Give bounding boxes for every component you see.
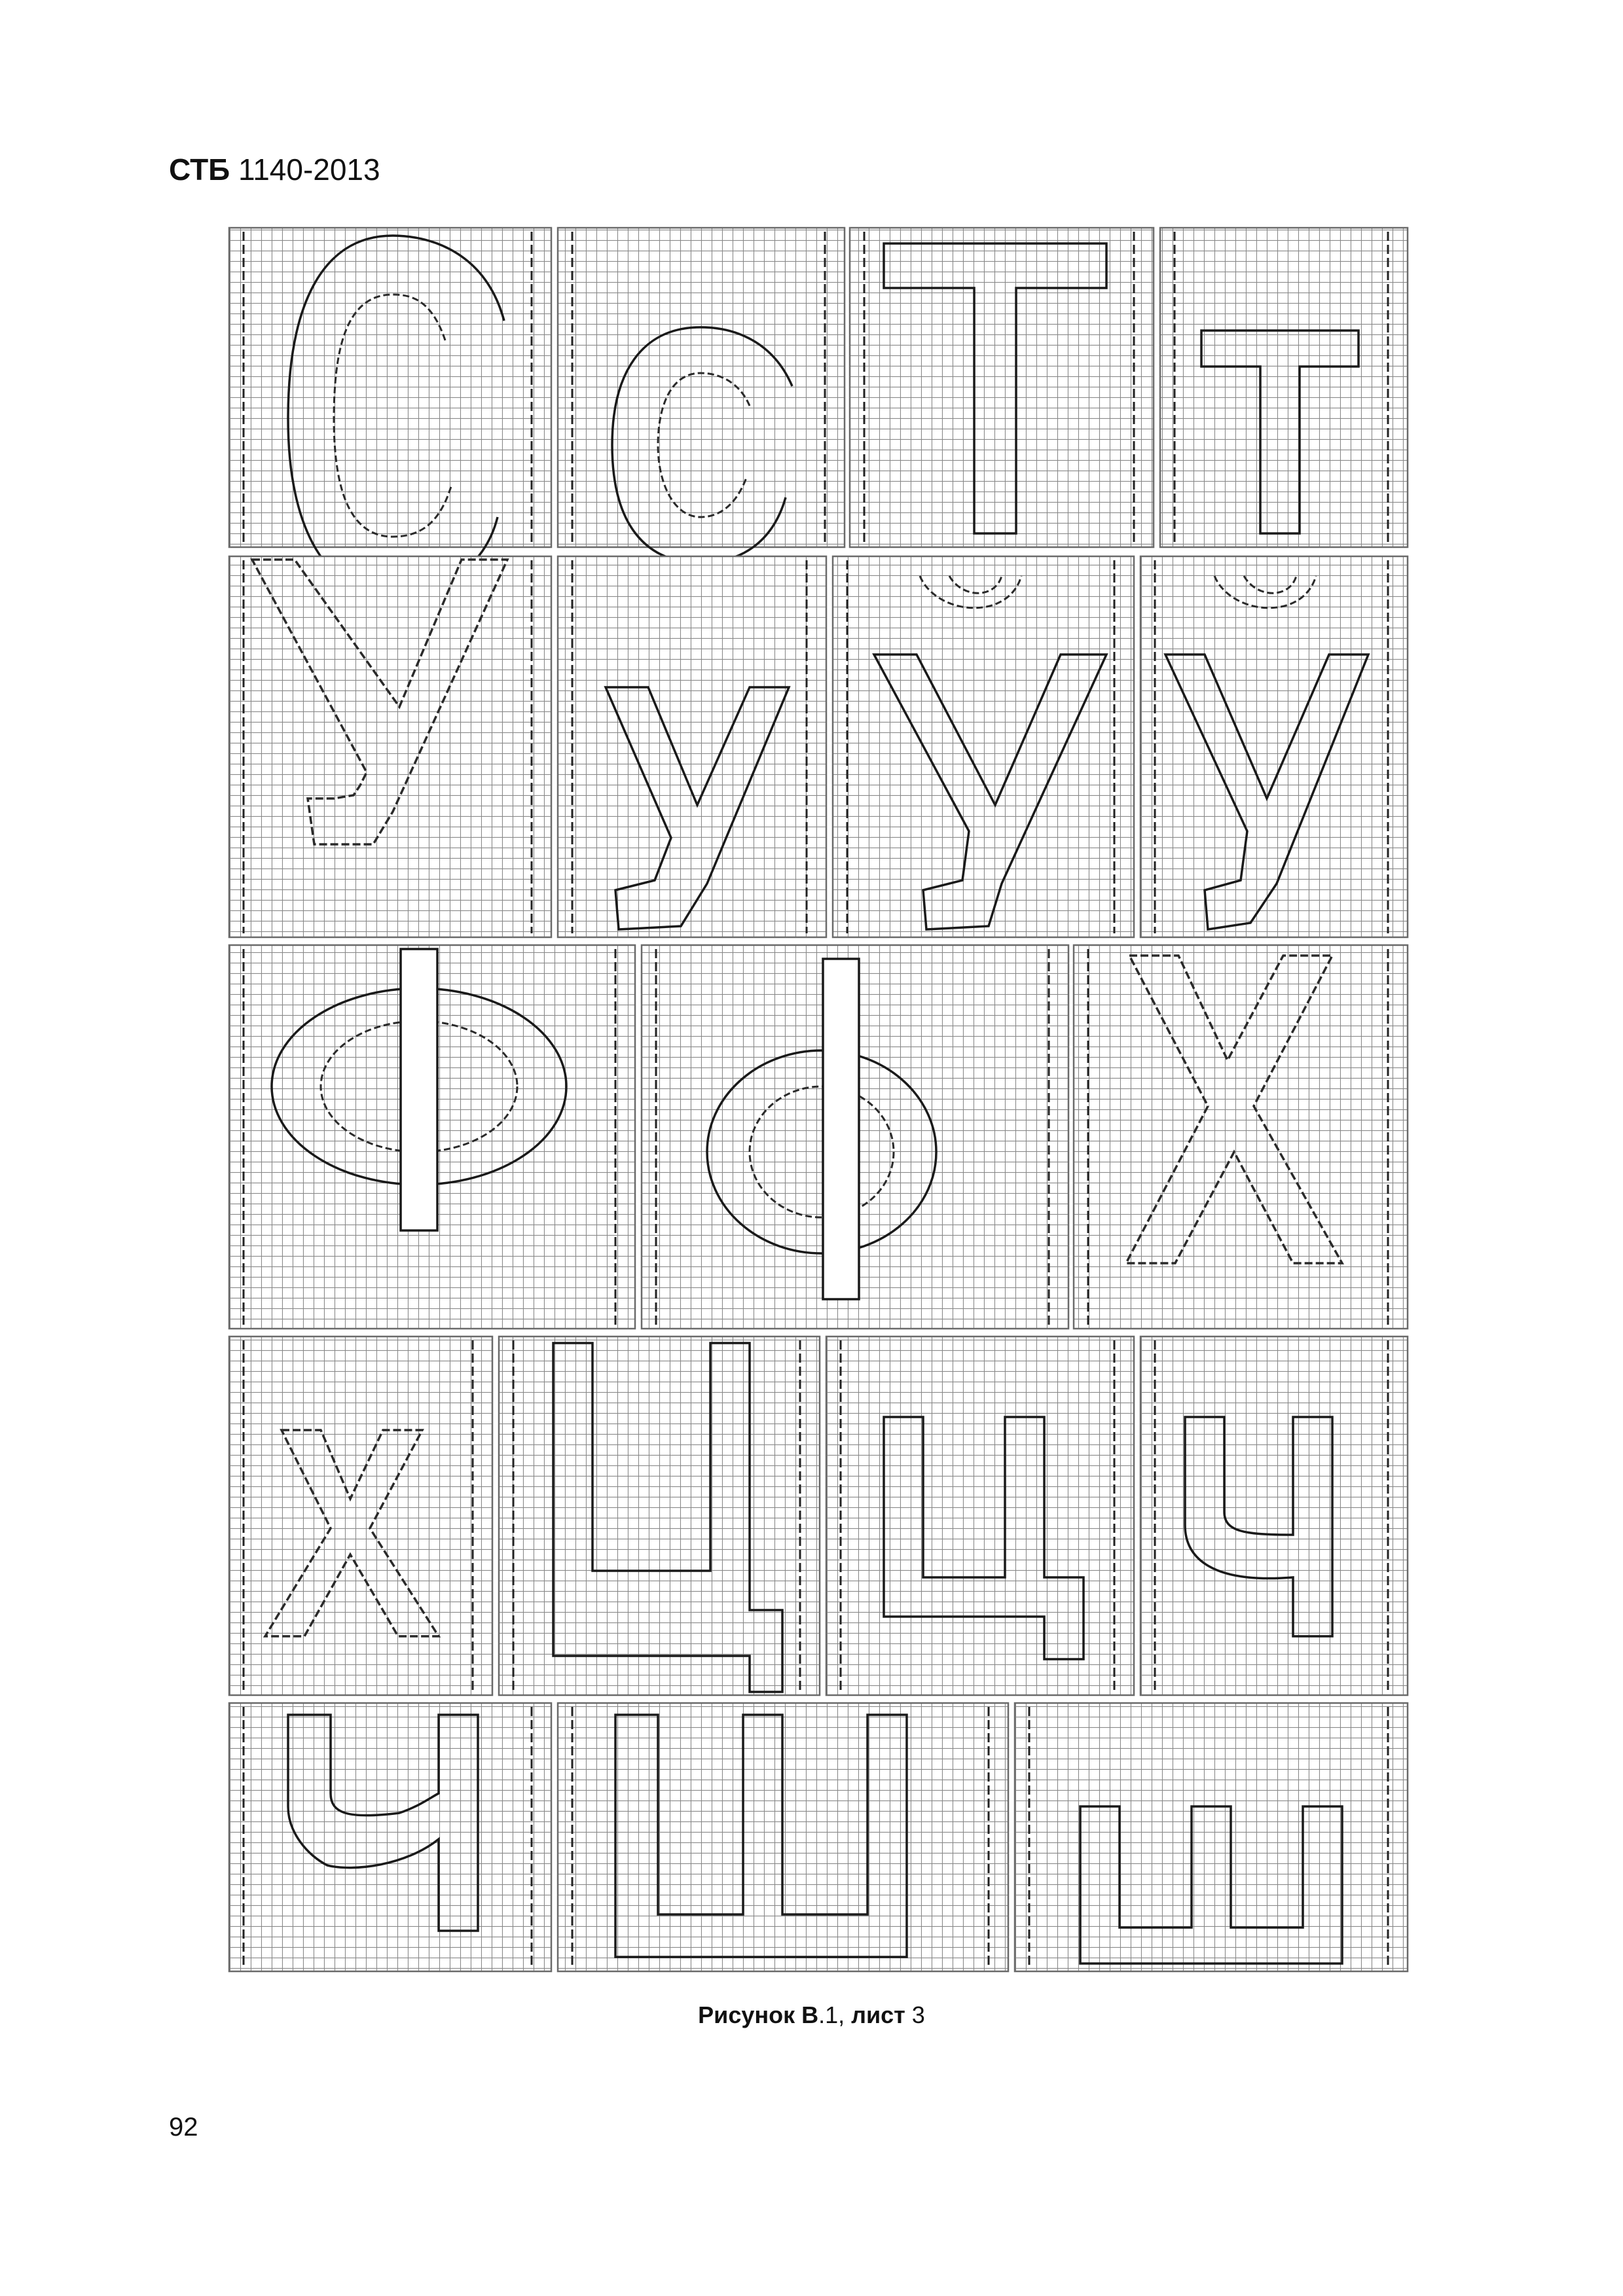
letter-outline xyxy=(1079,1805,1343,1965)
letter-outline xyxy=(883,1416,1085,1660)
letter-panel xyxy=(228,226,553,597)
grid-panel xyxy=(228,555,553,939)
grid-panel xyxy=(831,555,1135,939)
grid-panel xyxy=(1072,944,1409,1330)
letter-panel xyxy=(556,555,828,939)
grid-panel xyxy=(1013,1702,1409,1973)
letter-panel xyxy=(1013,1702,1409,1973)
letter-panel xyxy=(556,226,846,564)
letter-outline xyxy=(1124,954,1344,1265)
letter-outline xyxy=(872,575,1108,931)
letter-panel xyxy=(228,944,636,1330)
letter-outline xyxy=(1200,329,1360,535)
letter-outline xyxy=(270,948,568,1232)
letter-panel xyxy=(1139,555,1409,939)
letter-outline xyxy=(287,1713,479,1932)
letter-panel xyxy=(831,555,1135,939)
caption-label: Рисунок В xyxy=(698,2001,819,2028)
grid-panel xyxy=(556,226,846,548)
standard-code: СТБ xyxy=(169,152,230,187)
letter-panel xyxy=(1072,944,1409,1330)
caption-sheet-word: лист xyxy=(851,2001,905,2028)
grid-panel xyxy=(228,1335,494,1696)
letter-panel xyxy=(228,1335,494,1696)
grid-panel xyxy=(848,226,1155,548)
grid-panel xyxy=(556,555,828,939)
grid-panel xyxy=(1159,226,1409,548)
grid-panel xyxy=(1139,555,1409,939)
letter-outline xyxy=(263,1429,441,1638)
letter-panel xyxy=(825,1335,1135,1696)
letter-outline xyxy=(1184,1416,1334,1638)
caption-sheet-value: 3 xyxy=(905,2001,925,2028)
letter-outline xyxy=(614,1713,908,1958)
letter-panel xyxy=(1159,226,1409,548)
grid-panel xyxy=(228,226,553,548)
grid-panel xyxy=(228,1702,553,1973)
letter-panel xyxy=(640,944,1070,1330)
letter-panel xyxy=(498,1335,821,1696)
letter-outline xyxy=(604,686,791,931)
letter-outline xyxy=(1163,575,1370,931)
letter-panel xyxy=(1139,1335,1409,1696)
standard-number: 1140-2013 xyxy=(238,152,380,187)
letter-panel xyxy=(228,555,553,939)
letter-outline xyxy=(250,558,509,846)
figure-caption: Рисунок В.1, лист 3 xyxy=(0,2001,1623,2029)
letter-outline xyxy=(552,1342,784,1693)
letter-panel xyxy=(556,1702,1010,1973)
grid-panel xyxy=(498,1335,821,1696)
caption-sheet-number: .1, xyxy=(818,2001,852,2028)
grid-panel xyxy=(825,1335,1135,1696)
letter-outline xyxy=(706,958,938,1300)
page-number: 92 xyxy=(169,2113,198,2142)
document-header: СТБ 1140-2013 xyxy=(169,152,380,187)
letter-outline xyxy=(883,242,1108,535)
grid-panel xyxy=(1139,1335,1409,1696)
letter-panel xyxy=(228,1702,553,1973)
letter-panel xyxy=(848,226,1155,548)
